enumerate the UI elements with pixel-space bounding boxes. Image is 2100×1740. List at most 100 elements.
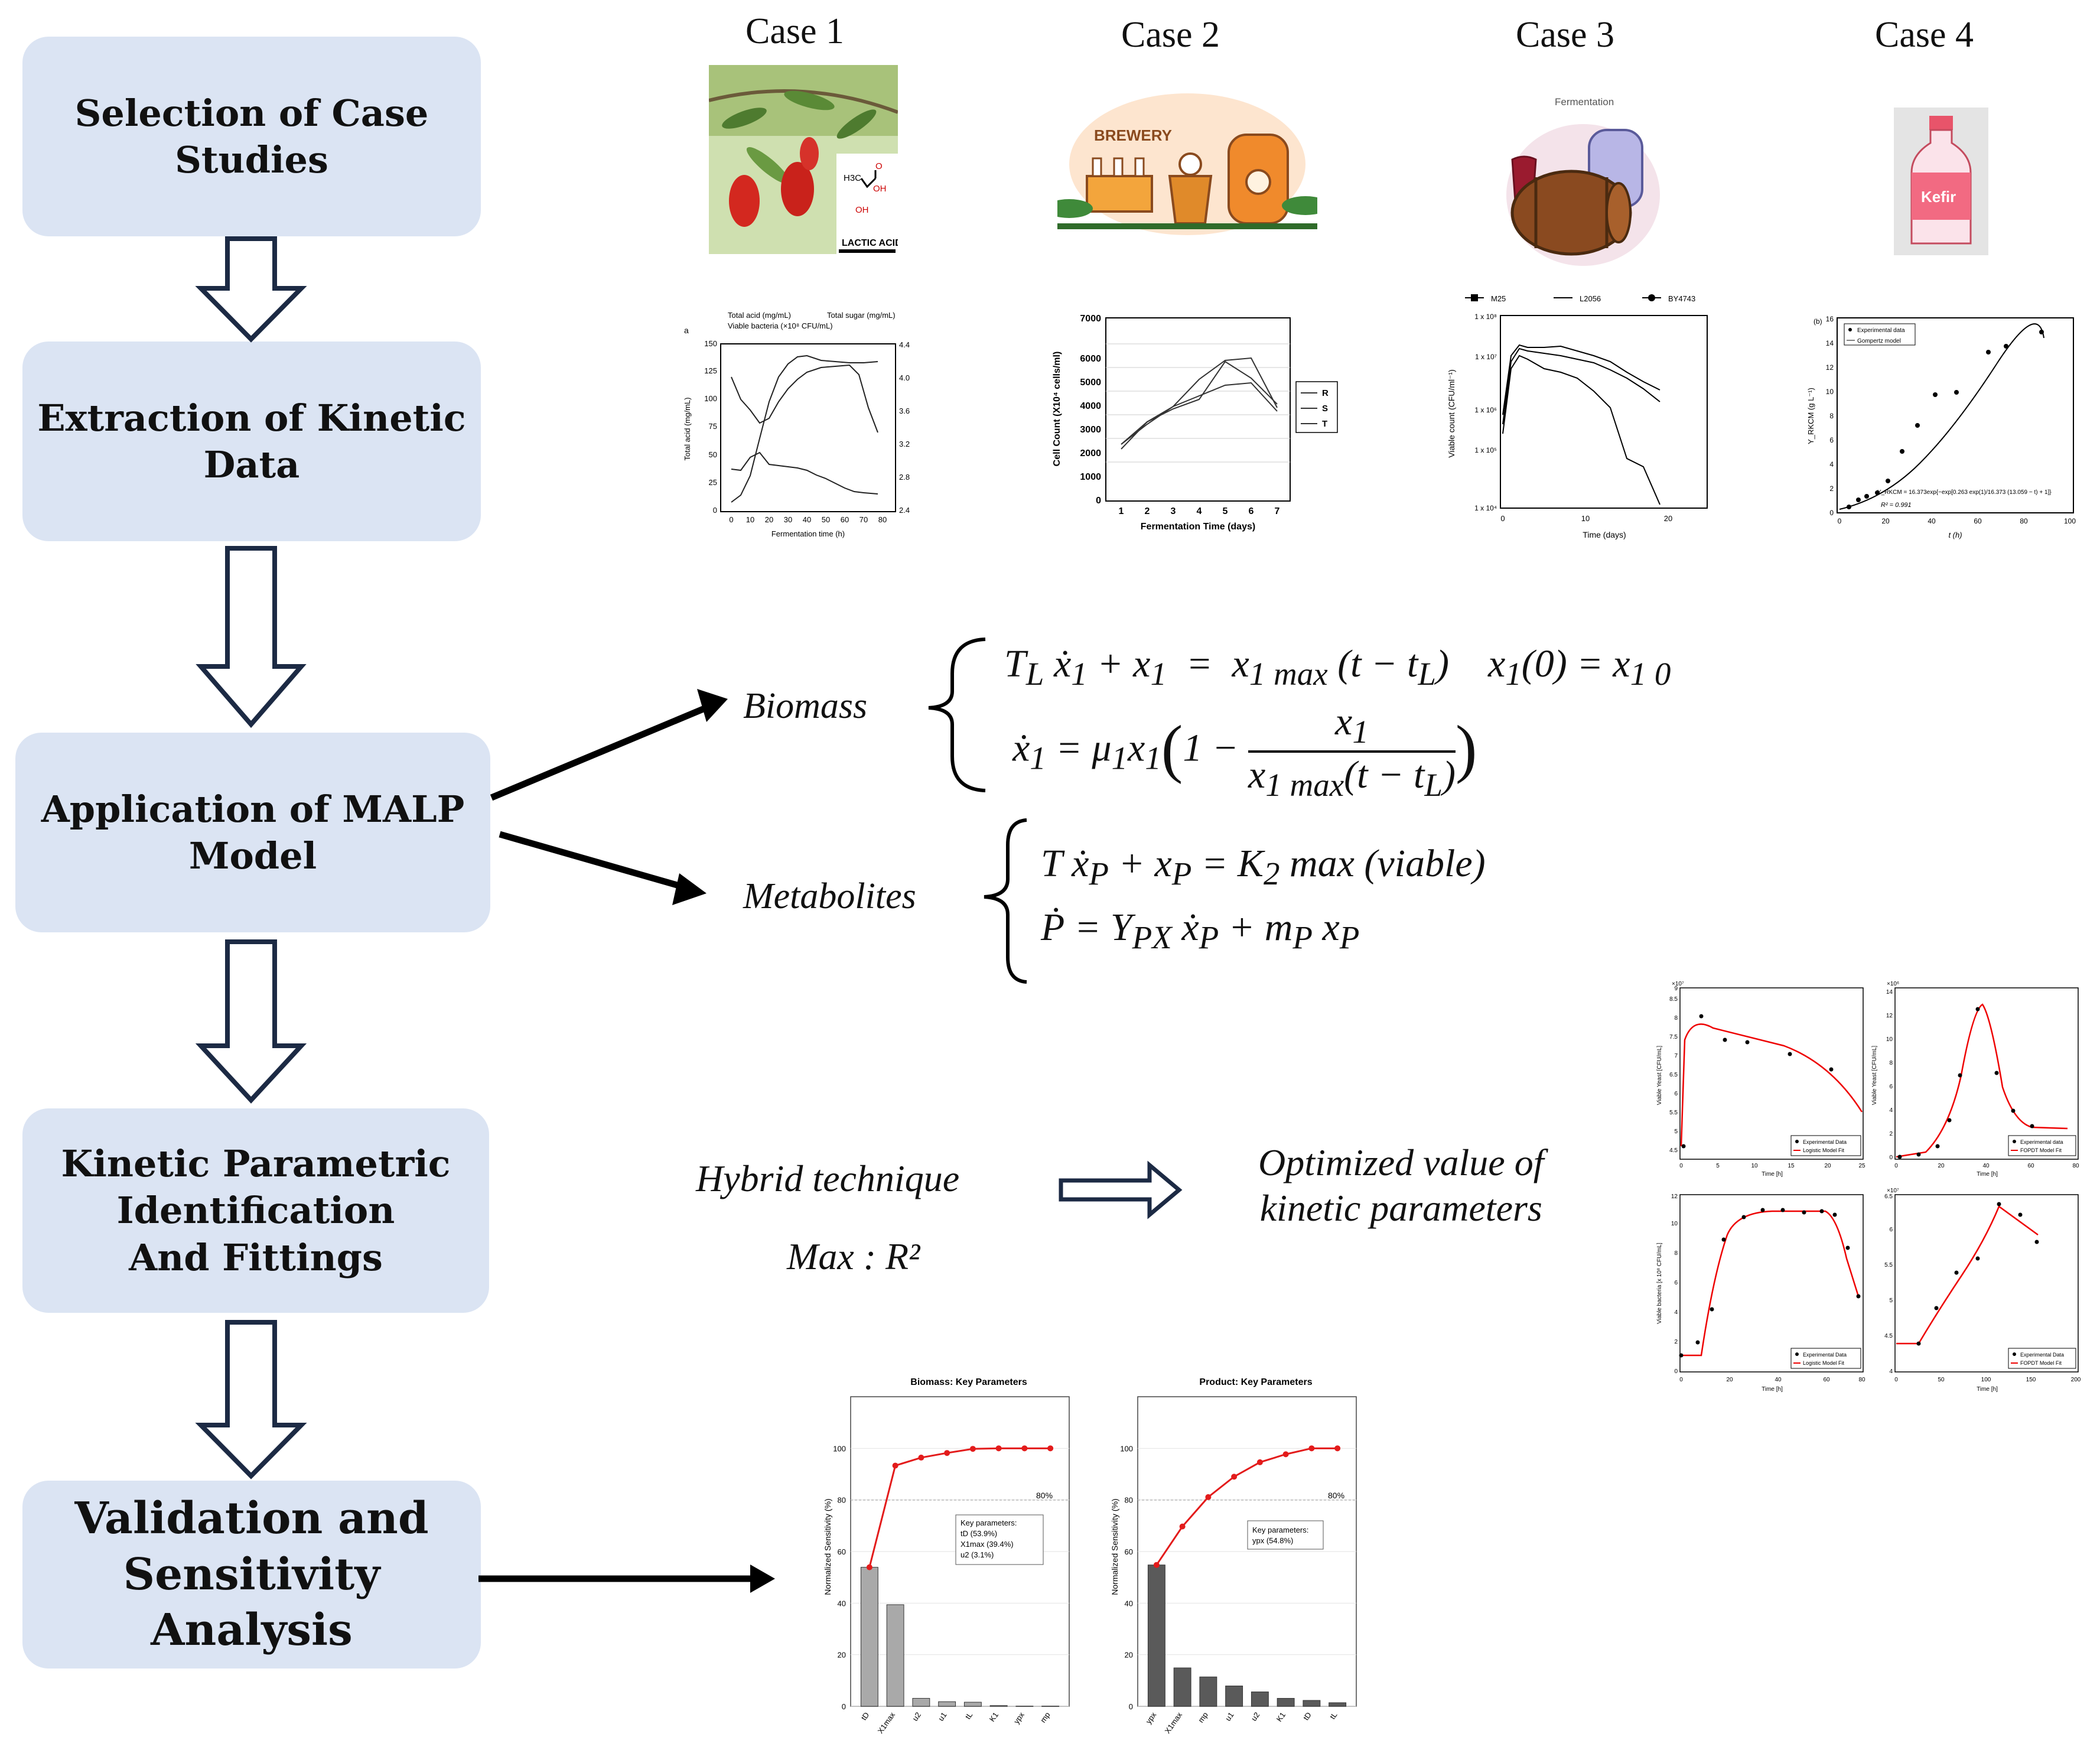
step-extraction-box: Extraction of Kinetic Data (22, 342, 481, 541)
case4-plot: (b) Experimental data Gompertz model 0 2… (1806, 315, 2076, 539)
case3-legend-by4743: BY4743 (1668, 294, 1695, 303)
case4-ytick: 0 (1829, 509, 1834, 517)
fit1-xtick: 25 (1858, 1163, 1865, 1169)
biomass-ytick: 40 (838, 1599, 846, 1608)
fit2-xtick: 60 (2027, 1163, 2034, 1169)
down-arrow-4 (195, 1320, 307, 1479)
fit3-ylabel: Viable bacteria [x 10⁸ CFU/mL] (1656, 1243, 1663, 1324)
case1-panel-label: a (684, 326, 689, 335)
fit4-xtick: 200 (2071, 1377, 2081, 1383)
fit4-xtick: 50 (1938, 1377, 1945, 1383)
case2-title: Case 2 (1121, 15, 1220, 55)
metabolites-label: Metabolites (743, 876, 916, 916)
case1-xtick: 80 (878, 515, 887, 524)
case4-xtick: 20 (1881, 517, 1890, 525)
fit1-ytick: 5.5 (1669, 1110, 1678, 1116)
biomass-cumulative-point (918, 1455, 924, 1461)
product-ytick: 60 (1125, 1547, 1133, 1556)
biomass-annotation-line: tD (53.9%) (961, 1529, 997, 1538)
case3-title: Case 3 (1516, 15, 1615, 55)
fit2-exponent: ×10⁶ (1887, 981, 1899, 987)
biomass-label: Biomass (743, 686, 868, 726)
case1-ytick: 50 (709, 450, 717, 459)
case4-ytick: 16 (1826, 315, 1834, 323)
step-identification-label: Kinetic Parametric Identification And Fi… (61, 1141, 451, 1279)
case4-legend-model: Gompertz model (1857, 338, 1901, 344)
case1-xtick: 60 (841, 515, 849, 524)
fit4-legend-data: Experimental Data (2020, 1352, 2064, 1358)
fit3-xtick: 60 (1823, 1377, 1830, 1383)
biomass-chart-title: Biomass: Key Parameters (910, 1377, 1027, 1387)
fit1-ytick: 4.5 (1669, 1147, 1678, 1154)
fit3-ytick: 2 (1674, 1339, 1678, 1345)
fit1-ytick: 9 (1674, 986, 1678, 992)
case2-xtick: 1 (1119, 506, 1124, 516)
fit1-legend-data: Experimental Data (1803, 1139, 1847, 1145)
case1-y2tick: 3.6 (899, 406, 910, 415)
product-annotation-box (1247, 1520, 1324, 1550)
sensitivity-chart-product: Product: Key Parameters Normalized Sensi… (1110, 1377, 1357, 1735)
fit3-xtick: 40 (1775, 1377, 1782, 1383)
case3-xtick: 10 (1581, 514, 1590, 523)
case2-ytick: 3000 (1080, 425, 1101, 435)
product-bar-u1 (1225, 1686, 1243, 1707)
biomass-category-label: u1 (936, 1710, 949, 1722)
case4-ytick: 2 (1829, 484, 1834, 493)
fermentation-caption: Fermentation (1555, 96, 1614, 108)
case2-xtick: 4 (1197, 506, 1202, 516)
case4-ytick: 6 (1829, 436, 1834, 444)
biomass-cumulative-line (868, 1447, 1051, 1568)
biomass-bar-u1 (938, 1701, 956, 1707)
case1-legend-3: Viable bacteria (×10⁸ CFU/mL) (728, 321, 833, 330)
case3-ytick: 1 x 10⁷ (1475, 353, 1497, 361)
case4-xtick: 100 (2064, 517, 2076, 525)
fit4-exponent: ×10⁷ (1887, 1188, 1899, 1194)
fit1-xtick: 20 (1824, 1163, 1831, 1169)
fit4-xtick: 150 (2026, 1377, 2036, 1383)
case1-y2tick: 2.4 (899, 506, 910, 515)
case3-legend-l2056: L2056 (1580, 294, 1601, 303)
case2-ytick: 6000 (1080, 354, 1101, 364)
product-cumulative-point (1179, 1523, 1186, 1530)
case1-xtick: 70 (859, 515, 868, 524)
step-selection-label: Selection of Case Studies (74, 91, 429, 181)
fit3-ytick: 4 (1674, 1309, 1678, 1316)
product-bar-mp (1199, 1676, 1217, 1707)
case2-ytick: 4000 (1080, 401, 1101, 411)
case2-legend-s: S (1322, 404, 1328, 414)
product-cumulative-point (1153, 1562, 1160, 1568)
biomass-brace (928, 638, 986, 792)
product-category-label: tL (1328, 1710, 1339, 1721)
case3-plot: M25 L2056 BY4743 1 x 10⁴ 1 x 10⁵ 1 x 10⁶… (1447, 294, 1708, 539)
biomass-category-label: tD (859, 1710, 871, 1722)
fit3-ytick: 12 (1671, 1193, 1678, 1200)
fit-plots: ×10⁷ 4.5 5 5.5 6 6.5 7 7.5 8 8.5 9 0 5 1… (1656, 981, 2081, 1393)
fit-plot-4: ×10⁷ 4 4.5 5 5.5 6 6.5 0 50 100 150 200 … (1884, 1188, 2081, 1393)
biomass-bar-X1max (886, 1604, 904, 1707)
biomass-ytick: 0 (842, 1702, 846, 1711)
case1-ytick: 125 (704, 366, 717, 375)
step-extraction-label: Extraction of Kinetic Data (37, 396, 466, 486)
case4-equation: Y_RKCM = 16.373exp{−exp[0.263 exp(1)/16.… (1877, 489, 2052, 496)
product-category-label: K1 (1275, 1710, 1287, 1723)
case4-panel-label: (b) (1814, 317, 1822, 326)
case4-xlabel: t (h) (1948, 531, 1962, 539)
biomass-annotation-line: u2 (3.1%) (961, 1550, 994, 1559)
case1-title: Case 1 (745, 11, 845, 51)
case2-ytick: 1000 (1080, 472, 1101, 482)
fit1-ytick: 7.5 (1669, 1034, 1678, 1040)
sensitivity-chart-biomass: Biomass: Key Parameters Normalized Sensi… (823, 1377, 1070, 1735)
step-validation-box: Validation and Sensitivity Analysis (22, 1481, 481, 1669)
case1-y2tick: 4.4 (899, 340, 910, 349)
case3-ylabel: Viable count (CFU/ml⁻¹) (1447, 369, 1456, 458)
biomass-category-label: u2 (910, 1710, 923, 1722)
product-bar-K1 (1277, 1697, 1295, 1707)
product-bar-X1max (1173, 1667, 1191, 1707)
fit2-ytick: 14 (1886, 989, 1893, 996)
fit3-xlabel: Time [h] (1762, 1386, 1783, 1393)
product-cumulative-line (1155, 1447, 1338, 1566)
product-category-label: tD (1301, 1710, 1313, 1722)
fit1-xtick: 10 (1751, 1163, 1758, 1169)
case1-xlabel: Fermentation time (h) (771, 529, 845, 538)
fit2-xtick: 20 (1938, 1163, 1945, 1169)
